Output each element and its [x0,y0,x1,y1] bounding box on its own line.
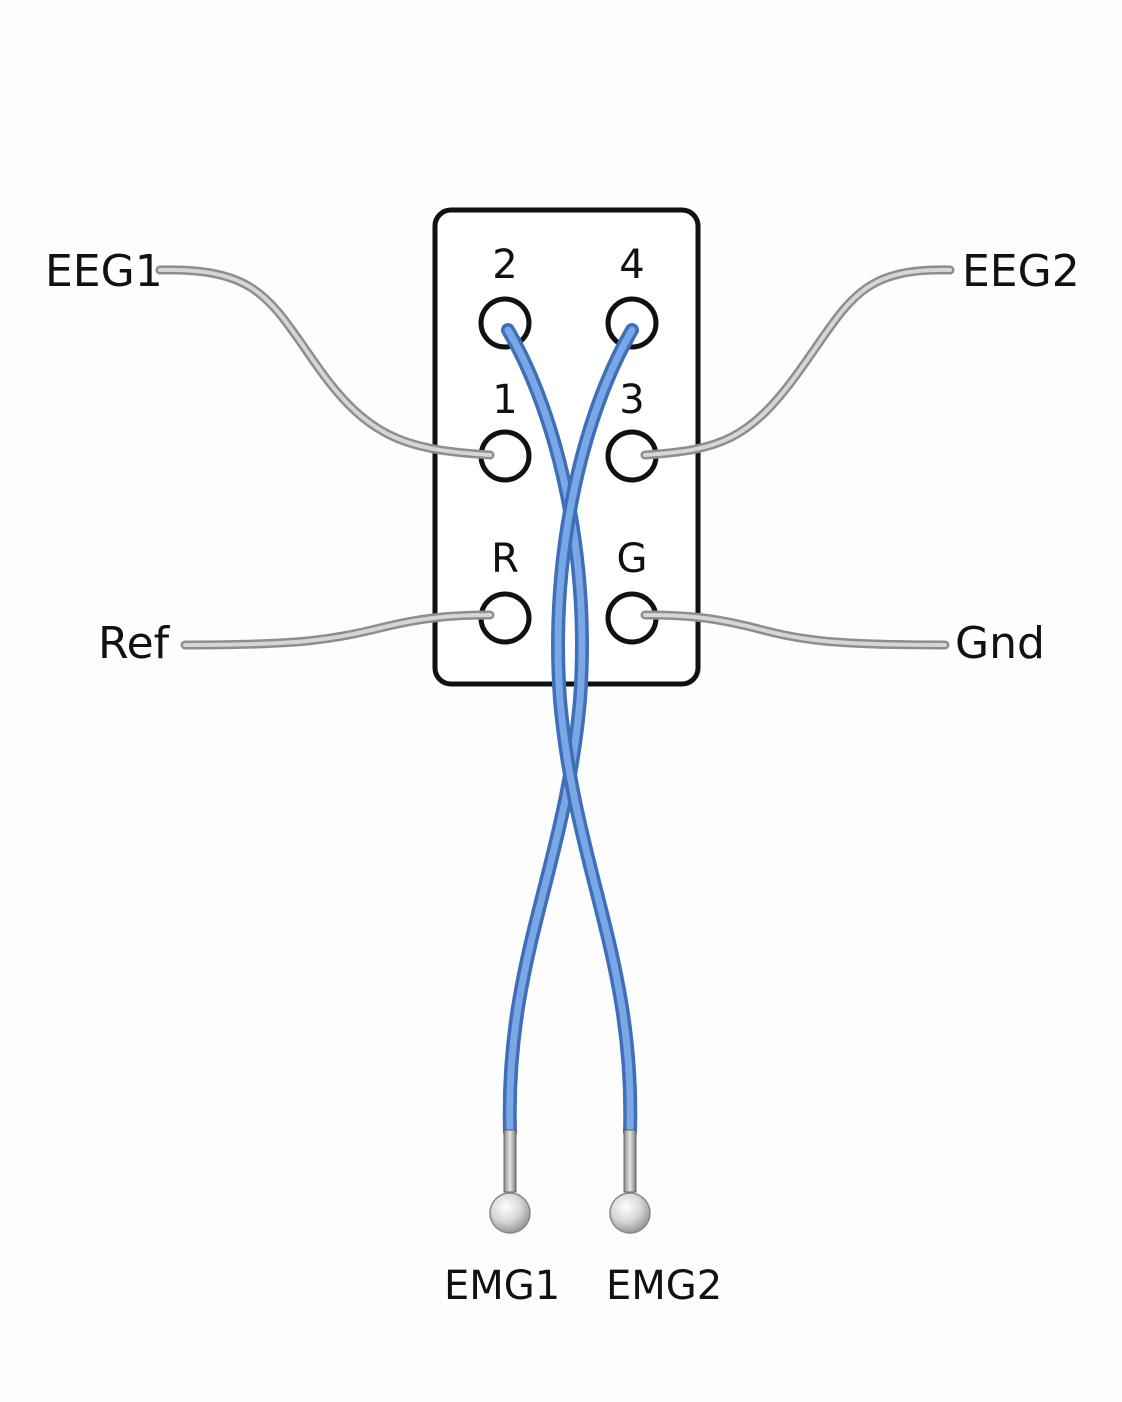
wire-emg1 [501,323,589,1139]
label-emg2: EMG2 [606,1263,722,1309]
pin-label-g: G [617,536,648,582]
wire-eeg1 [155,265,495,460]
pin-label-r: R [491,536,519,582]
wire-gnd [640,610,950,650]
pin-label-1: 1 [492,377,517,423]
label-gnd: Gnd [955,618,1045,669]
label-ref: Ref [98,618,171,669]
pin-socket-2 [478,296,532,350]
pin-label-2: 2 [492,242,517,288]
electrode-emg1 [489,1129,531,1234]
wire-eeg2 [640,265,955,460]
wire-emg2 [551,323,639,1139]
label-emg1: EMG1 [444,1263,560,1309]
wire-ref [180,610,495,650]
electrode-emg2 [609,1129,651,1234]
label-eeg2: EEG2 [962,246,1080,297]
pin-label-3: 3 [619,377,644,423]
label-eeg1: EEG1 [45,246,163,297]
pin-label-4: 4 [619,242,644,288]
pin-socket-4 [605,296,659,350]
